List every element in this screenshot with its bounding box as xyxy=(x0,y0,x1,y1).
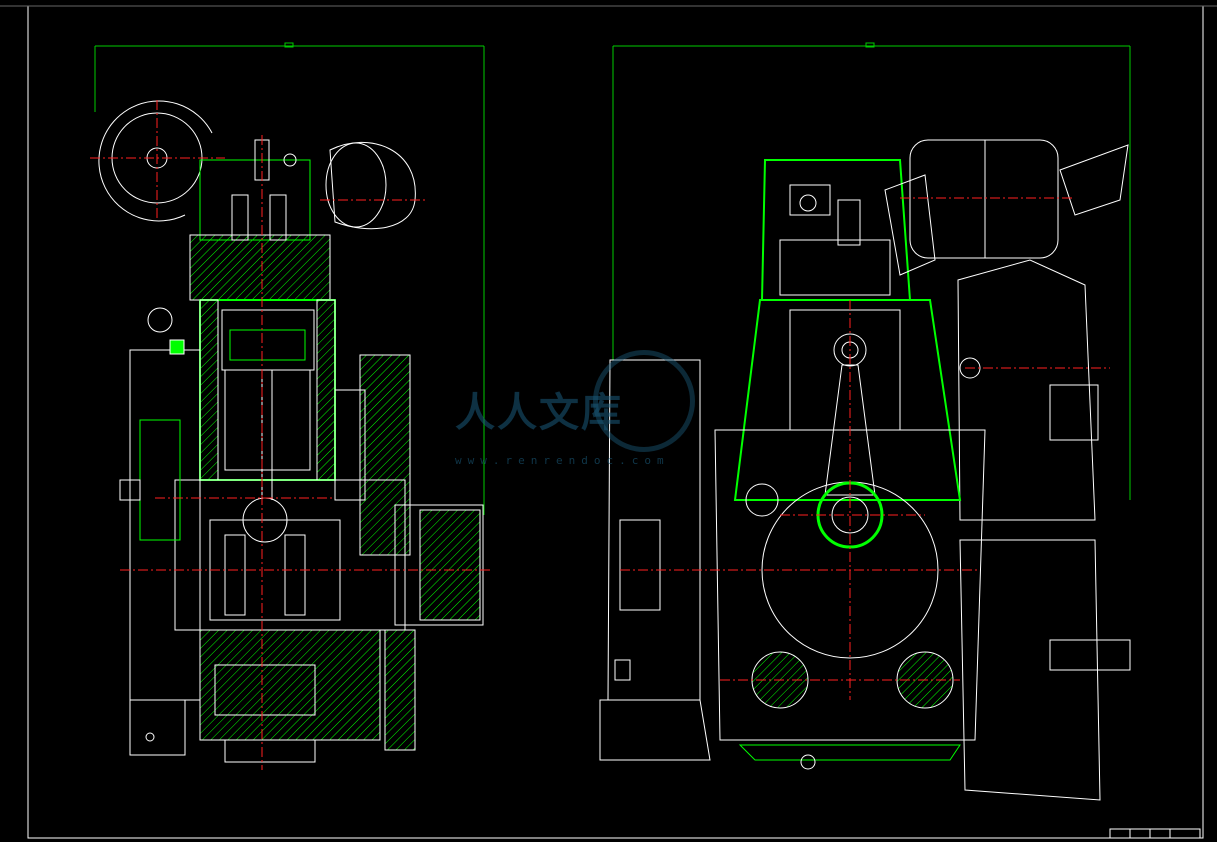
sheet-border xyxy=(0,5,1217,839)
front-section-view xyxy=(90,42,490,770)
cylinder-head-side xyxy=(760,159,936,301)
cylinder-head xyxy=(189,139,331,301)
right-view-centerlines xyxy=(620,197,1110,700)
left-view-centerlines xyxy=(90,100,490,770)
muffler xyxy=(909,139,1129,259)
left-view-frame xyxy=(94,42,485,515)
side-section-view xyxy=(599,42,1131,801)
fuel-pump-column xyxy=(119,307,201,701)
air-filter xyxy=(325,141,416,230)
fan-pulley xyxy=(98,100,213,222)
cylinder-block-side xyxy=(733,299,962,501)
gear-housing xyxy=(334,354,484,626)
side-cover xyxy=(957,259,1131,801)
cylinder-block xyxy=(199,299,336,500)
right-view-frame xyxy=(612,42,1131,500)
front-cover xyxy=(599,359,711,761)
